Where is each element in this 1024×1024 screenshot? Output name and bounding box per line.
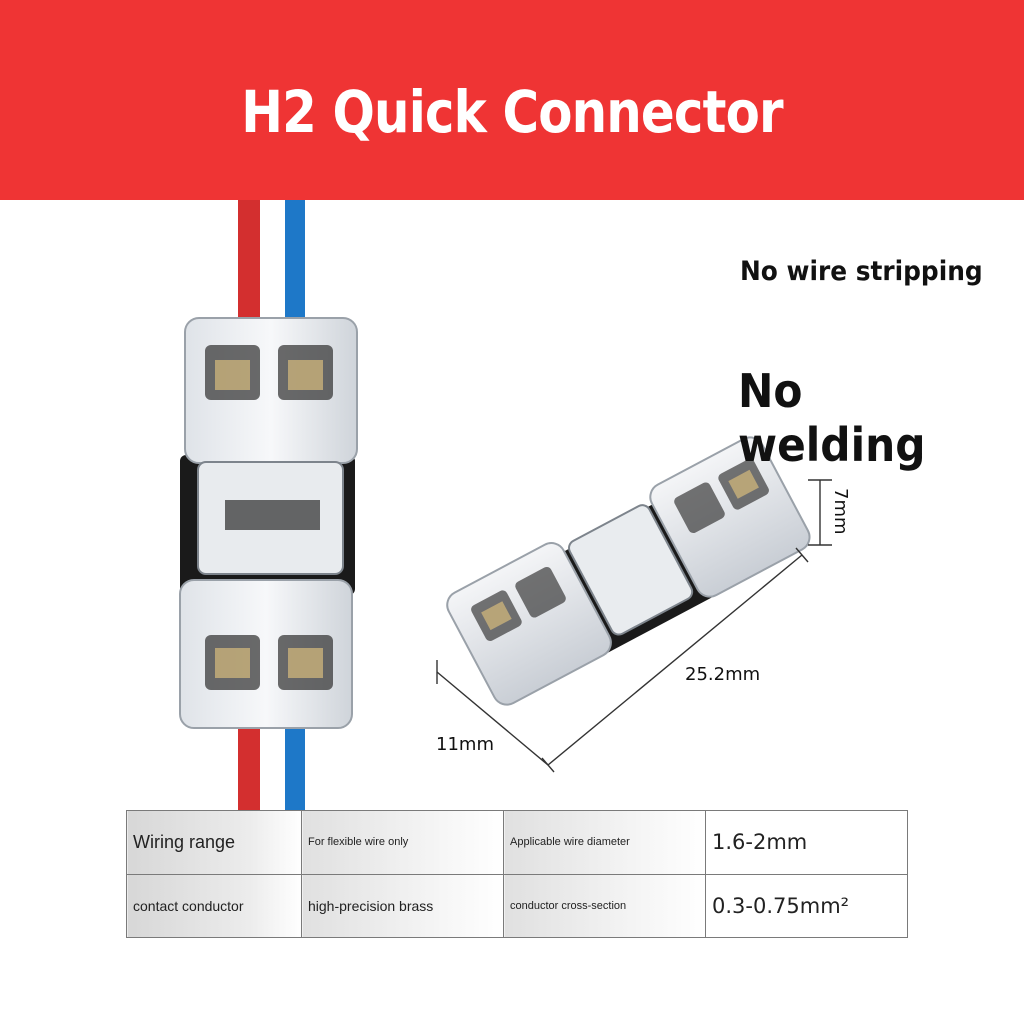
title-banner: H2 Quick Connector [0, 0, 1024, 200]
height-dimension-label: 7mm [830, 488, 851, 535]
connector-angled-view [446, 436, 811, 706]
table-row: contact conductor high-precision brass c… [126, 873, 908, 938]
spec-detail: high-precision brass [301, 873, 504, 938]
connector-front-view [179, 317, 358, 729]
spec-label: contact conductor [126, 873, 302, 938]
spec-param: Applicable wire diameter [503, 810, 706, 875]
feature-no-stripping: No wire stripping [740, 256, 983, 287]
feature-no-welding: No welding [738, 364, 926, 472]
length-dimension-label: 25.2mm [685, 664, 761, 685]
red-wire [238, 200, 260, 810]
page-title: H2 Quick Connector [241, 78, 783, 146]
dimension-lines [436, 479, 832, 773]
blue-wire [285, 200, 305, 810]
spec-label: Wiring range [126, 810, 302, 875]
spec-detail: For flexible wire only [301, 810, 504, 875]
spec-value: 0.3-0.75mm² [705, 873, 908, 938]
spec-param: conductor cross-section [503, 873, 706, 938]
width-dimension-label: 11mm [436, 734, 494, 755]
table-row: Wiring range For flexible wire only Appl… [126, 810, 908, 875]
spec-value: 1.6-2mm [705, 810, 908, 875]
spec-table: Wiring range For flexible wire only Appl… [126, 810, 908, 938]
